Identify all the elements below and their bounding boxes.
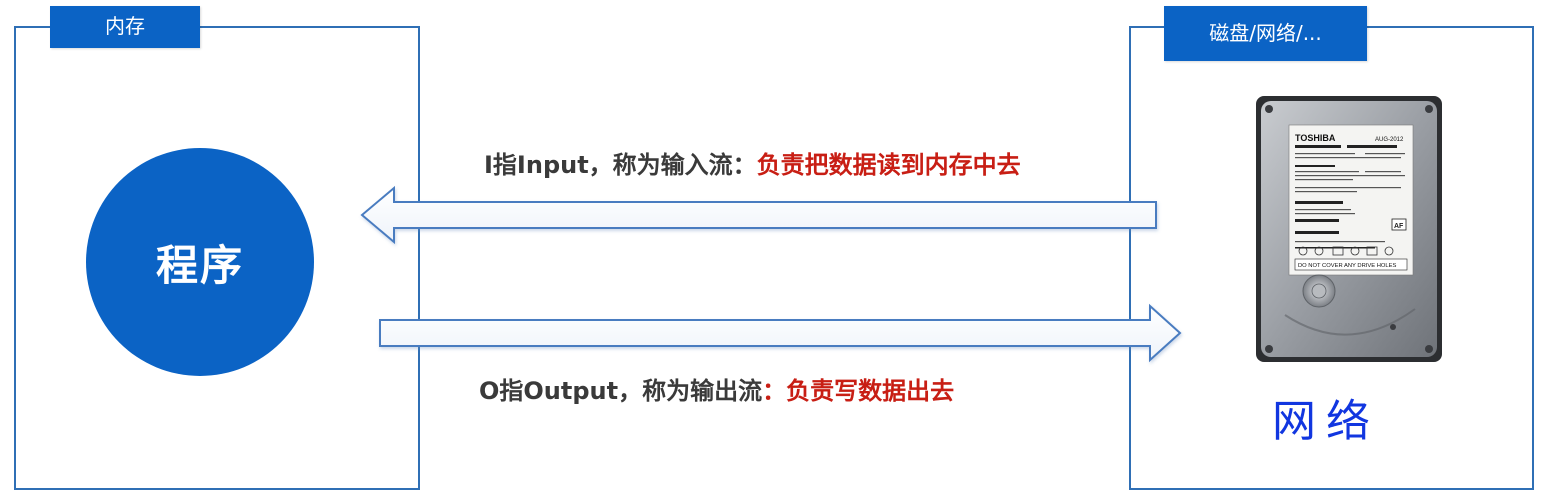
disk-brand: TOSHIBA xyxy=(1295,133,1336,143)
disk-maker-badge: AF xyxy=(1394,223,1404,230)
output-stream-prefix: O指Output，称为输出流 xyxy=(479,377,763,405)
input-stream-emphasis: 负责把数据读到内存中去 xyxy=(756,151,1021,179)
network-label: 网络 xyxy=(1272,396,1380,447)
program-label: 程序 xyxy=(155,240,244,290)
program-circle: 程序 xyxy=(86,148,314,376)
disk-date-code: AUG-2012 xyxy=(1375,137,1404,143)
storage-tab-label: 磁盘/网络/... xyxy=(1209,21,1322,45)
arrow-left-icon xyxy=(360,185,1157,245)
arrow-right-icon xyxy=(379,303,1182,363)
memory-tab-label: 内存 xyxy=(105,14,145,38)
storage-tab: 磁盘/网络/... xyxy=(1164,6,1367,61)
input-stream-prefix: I指Input，称为输入流： xyxy=(484,151,757,179)
output-stream-separator: ： xyxy=(762,377,787,405)
disk-warning: DO NOT COVER ANY DRIVE HOLES xyxy=(1298,263,1396,269)
input-stream-label: I指Input，称为输入流：负责把数据读到内存中去 xyxy=(484,145,1021,180)
hard-disk-drive-icon: TOSHIBA AUG-2012 AF xyxy=(1256,96,1442,362)
output-stream-label: O指Output，称为输出流：负责写数据出去 xyxy=(479,371,954,406)
memory-tab: 内存 xyxy=(50,6,200,48)
output-stream-emphasis: 负责写数据出去 xyxy=(786,377,955,405)
